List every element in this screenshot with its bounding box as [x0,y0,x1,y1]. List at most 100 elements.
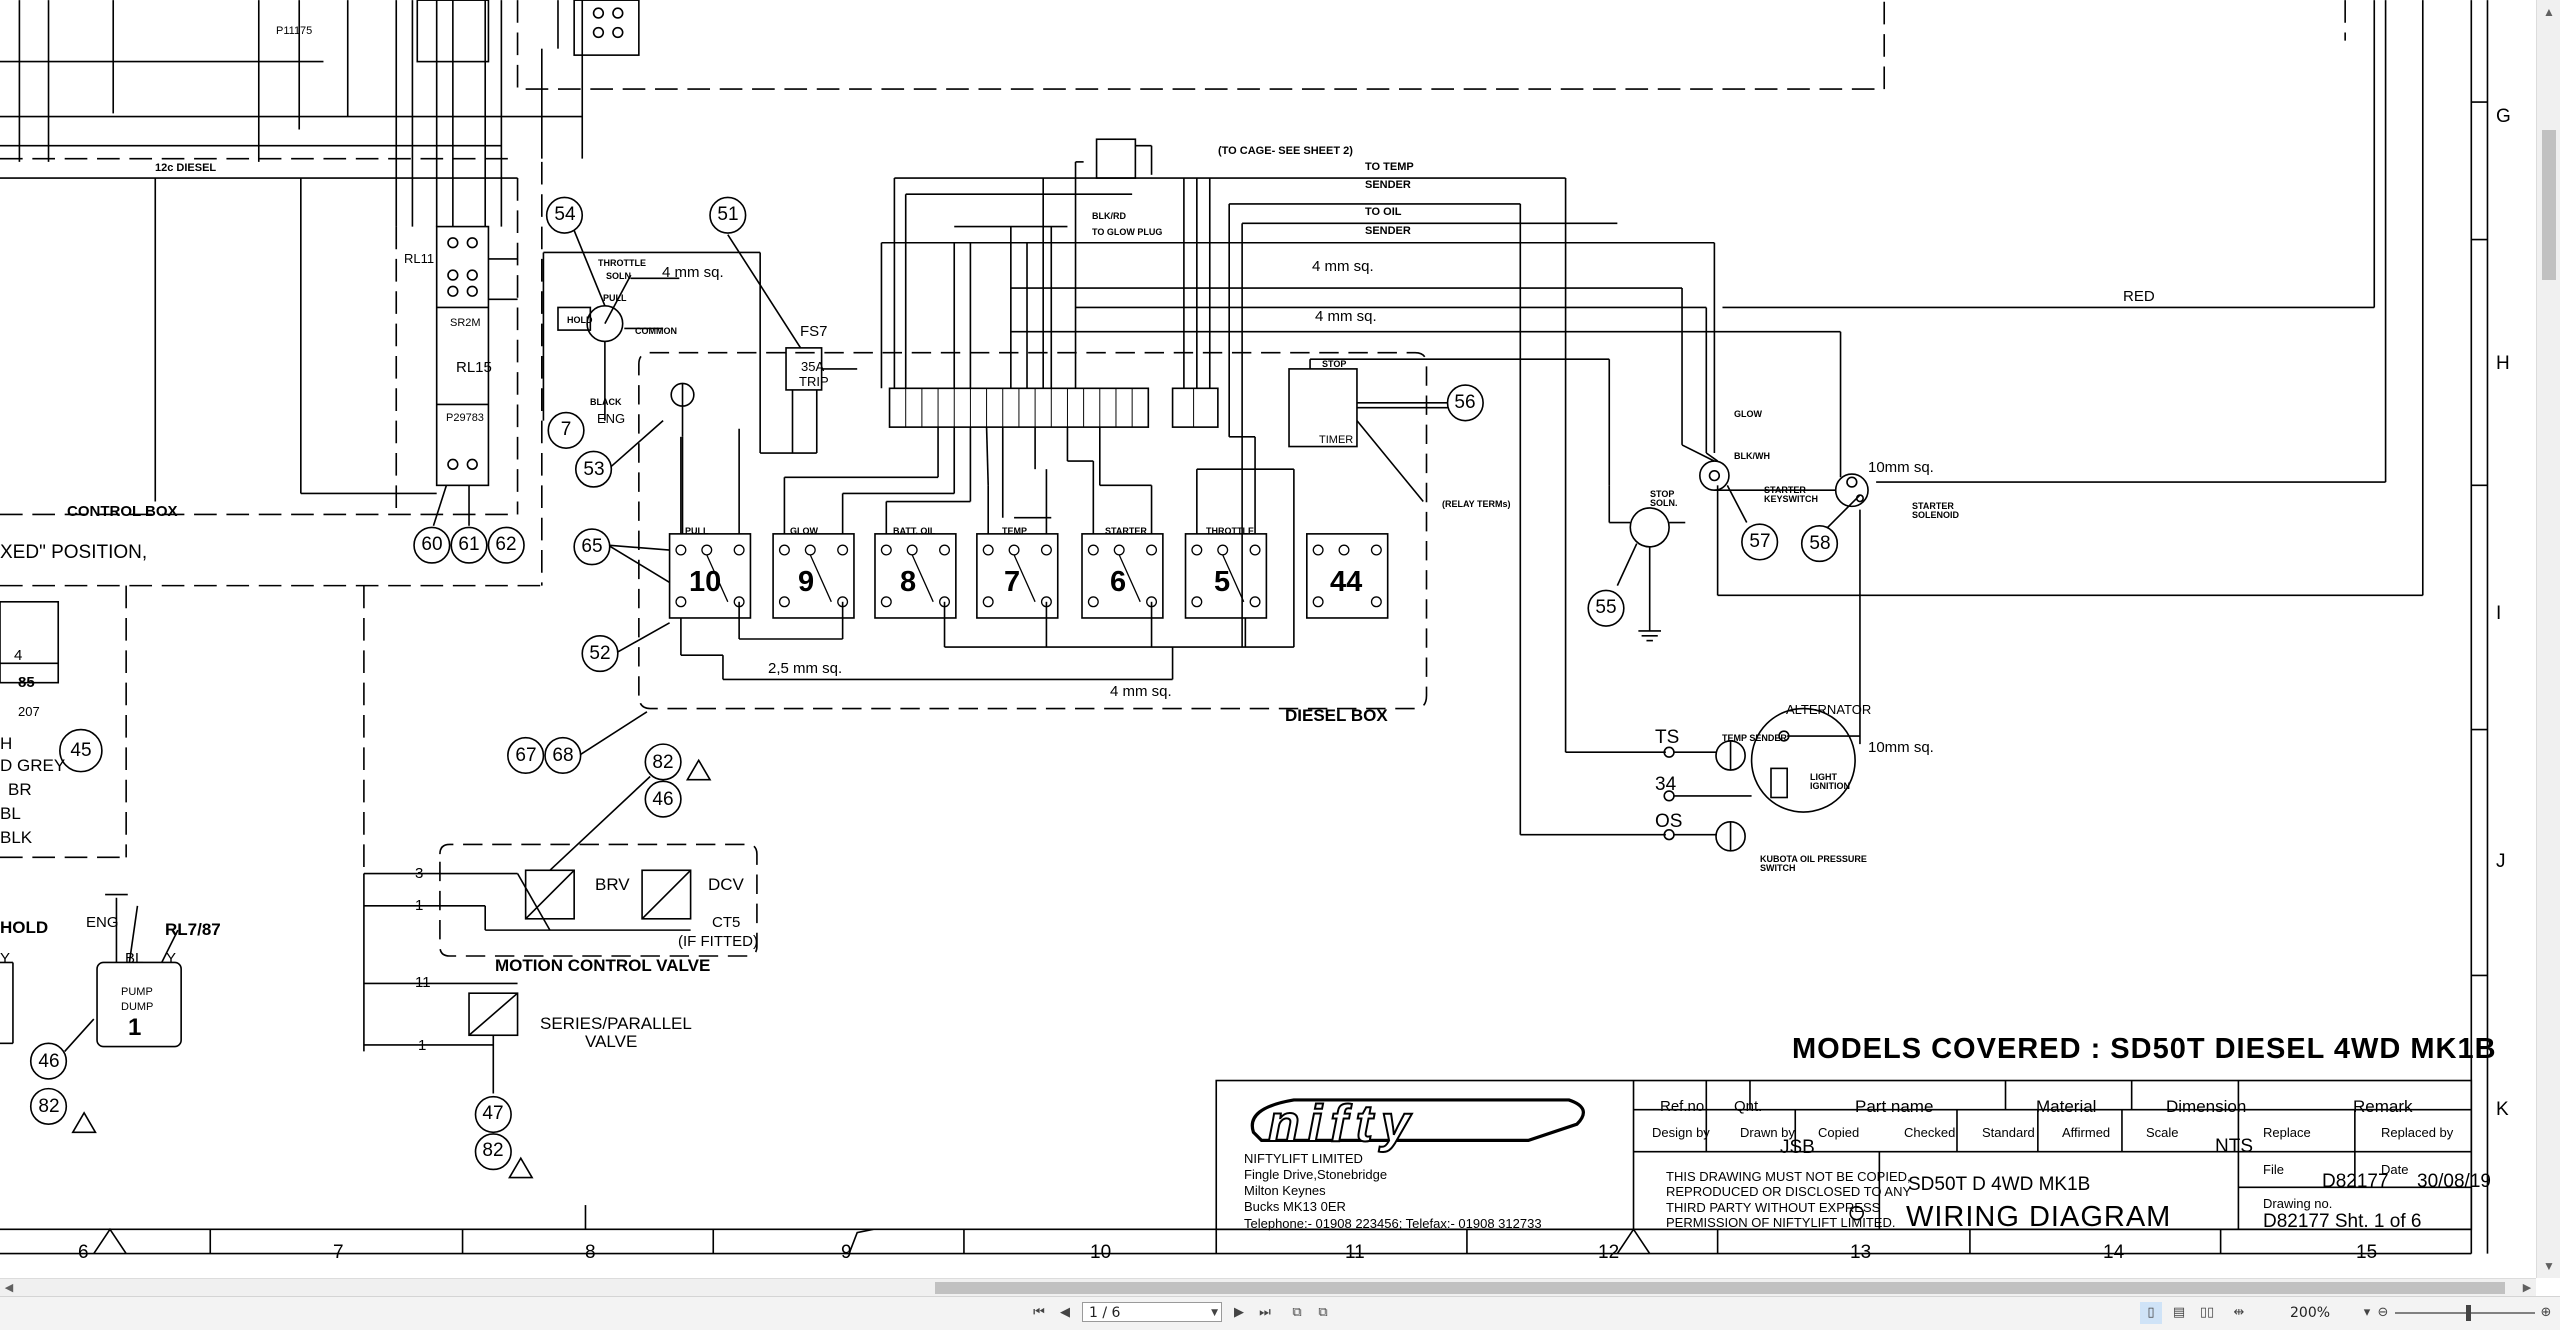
tb-address-3: Bucks MK13 0ER [1244,1199,1346,1214]
relay-title-pull: PULL [685,526,709,536]
scroll-left-icon[interactable]: ◀ [4,1282,14,1294]
wire-size-10mm-1: 10mm sq. [1868,459,1934,476]
previous-view-icon[interactable]: ⧉ [1292,1305,1302,1320]
wire-label-12c-diesel: 12c DIESEL [155,162,217,174]
scroll-right-icon[interactable]: ▶ [2522,1282,2532,1294]
tb-company: NIFTYLIFT LIMITED [1244,1151,1363,1166]
tb-drawn-by: Drawn by [1740,1125,1795,1140]
next-view-icon[interactable]: ⧉ [1318,1305,1328,1320]
tb-copied: Copied [1818,1125,1860,1140]
last-page-icon[interactable]: ⏭ [1259,1305,1271,1320]
zoom-slider-thumb[interactable] [2466,1305,2471,1321]
zoom-slider-track[interactable] [2395,1312,2535,1314]
col-marker-12: 12 [1598,1242,1620,1263]
previous-page-icon[interactable]: ◀ [1060,1305,1070,1320]
control-box-label: CONTROL BOX [67,503,178,520]
tb-drawing-no-value: D82177 Sht. 1 of 6 [2263,1211,2422,1232]
balloon-54: 54 [554,204,576,225]
wire-34-label: 34 [1655,774,1677,795]
relay-title-temp: TEMP [1002,526,1028,536]
glow-label: GLOW [1734,409,1762,419]
red-wire-label: RED [2123,288,2155,305]
tb-file-value: D82177 [2322,1171,2389,1192]
wire-1b-label: 1 [418,1037,427,1054]
first-page-icon[interactable]: ⏮ [1033,1305,1045,1320]
os-label: OS [1655,811,1683,832]
vertical-scroll-thumb[interactable] [2542,130,2556,280]
tb-replaced-by: Replaced by [2381,1125,2454,1140]
relay-terms-label: (RELAY TERMs) [1442,499,1511,509]
sender-label: SENDER [1365,179,1411,191]
col-marker-10: 10 [1090,1242,1112,1263]
black-label: BLACK [590,397,622,407]
zoom-out-icon[interactable]: ⊖ [2377,1305,2389,1320]
left-label-207: 207 [18,704,40,719]
col-marker-13: 13 [1850,1242,1872,1263]
vertical-scrollbar[interactable]: ▲ ▼ [2536,0,2560,1278]
horizontal-scroll-thumb[interactable] [935,1282,2505,1294]
relay-title-starter: STARTER [1105,526,1147,536]
wire-3-label: 3 [415,865,424,882]
starter-keyswitch-label: STARTER KEYSWITCH [1764,485,1818,504]
y-label-left: Y [166,950,177,967]
left-label-bl: BL [0,804,21,823]
fixed-position-text: XED" POSITION, [0,542,148,563]
to-oil-label: TO OIL [1365,206,1402,218]
nifty-logo: nifty [1267,1095,1418,1153]
tb-ref-no: Ref.no. [1660,1098,1709,1115]
bl-label-left: BL [125,950,144,967]
scroll-up-icon[interactable]: ▲ [2543,5,2555,19]
zoom-dropdown-icon[interactable]: ▾ [2363,1305,2371,1320]
fuse-trip-label: TRIP [799,374,829,389]
alternator-label: ALTERNATOR [1786,702,1872,717]
starter-solenoid-label: STARTER SOLENOID [1912,501,1960,520]
tb-checked: Checked [1904,1125,1956,1140]
balloon-46-b: 46 [38,1051,60,1072]
balloon-46-a: 46 [652,789,674,810]
left-label-h: H [0,734,13,753]
next-page-icon[interactable]: ▶ [1234,1305,1244,1320]
page-dropdown-icon[interactable]: ▼ [1211,1308,1218,1318]
row-marker-j: J [2496,851,2506,872]
diagram-labels: #labels span { position:absolute; white-… [0,26,2511,1263]
balloon-82-b: 82 [482,1140,504,1161]
tb-address-2: Milton Keynes [1244,1183,1326,1198]
single-page-view-icon[interactable]: ▯ [2140,1302,2162,1324]
ts-label: TS [1655,727,1680,748]
hold-label-throttle: HOLD [567,315,593,325]
ct5-label: CT5 [712,914,741,931]
relay-title-batt-oil: BATT. OIL [893,526,936,536]
tb-copyright-2: REPRODUCED OR DISCLOSED TO ANY [1666,1184,1912,1199]
col-marker-7: 7 [333,1242,344,1263]
balloon-82-a: 82 [652,752,674,773]
col-marker-9: 9 [841,1242,852,1263]
relay-number-9: 9 [798,566,815,598]
scroll-down-icon[interactable]: ▼ [2543,1259,2555,1273]
tb-copyright-1: THIS DRAWING MUST NOT BE COPIED, [1666,1169,1911,1184]
fs7-label: FS7 [800,323,828,340]
fit-width-icon[interactable]: ⇹ [2233,1305,2245,1320]
pull-label: PULL [603,293,627,303]
wiring-diagram [0,0,2489,1255]
fuse-35a-label: 35A [801,359,825,374]
left-label-85: 85 [18,674,35,691]
zoom-in-icon[interactable]: ⊕ [2540,1305,2552,1320]
relay-number-10: 10 [689,566,722,598]
row-marker-i: I [2496,603,2502,624]
tb-drawn-by-value: JSB [1780,1137,1815,1158]
balloon-7: 7 [560,419,572,440]
page-number-input[interactable]: 1 / 6 ▼ [1082,1302,1222,1322]
col-marker-15: 15 [2356,1242,2378,1263]
balloon-82-c: 82 [38,1096,60,1117]
horizontal-scrollbar[interactable]: ◀ ▶ [0,1278,2536,1297]
facing-view-icon[interactable]: ▯▯ [2199,1305,2215,1320]
eng-label-throttle: ENG [597,411,626,426]
continuous-view-icon[interactable]: ▤ [2172,1305,2186,1320]
balloon-61: 61 [458,534,480,555]
balloon-62: 62 [495,534,517,555]
balloon-65: 65 [581,536,603,557]
col-marker-8: 8 [585,1242,596,1263]
zoom-level: 200% [2290,1305,2331,1321]
p29783-label: P29783 [446,412,484,424]
if-fitted-label: (IF FITTED) [678,933,758,950]
